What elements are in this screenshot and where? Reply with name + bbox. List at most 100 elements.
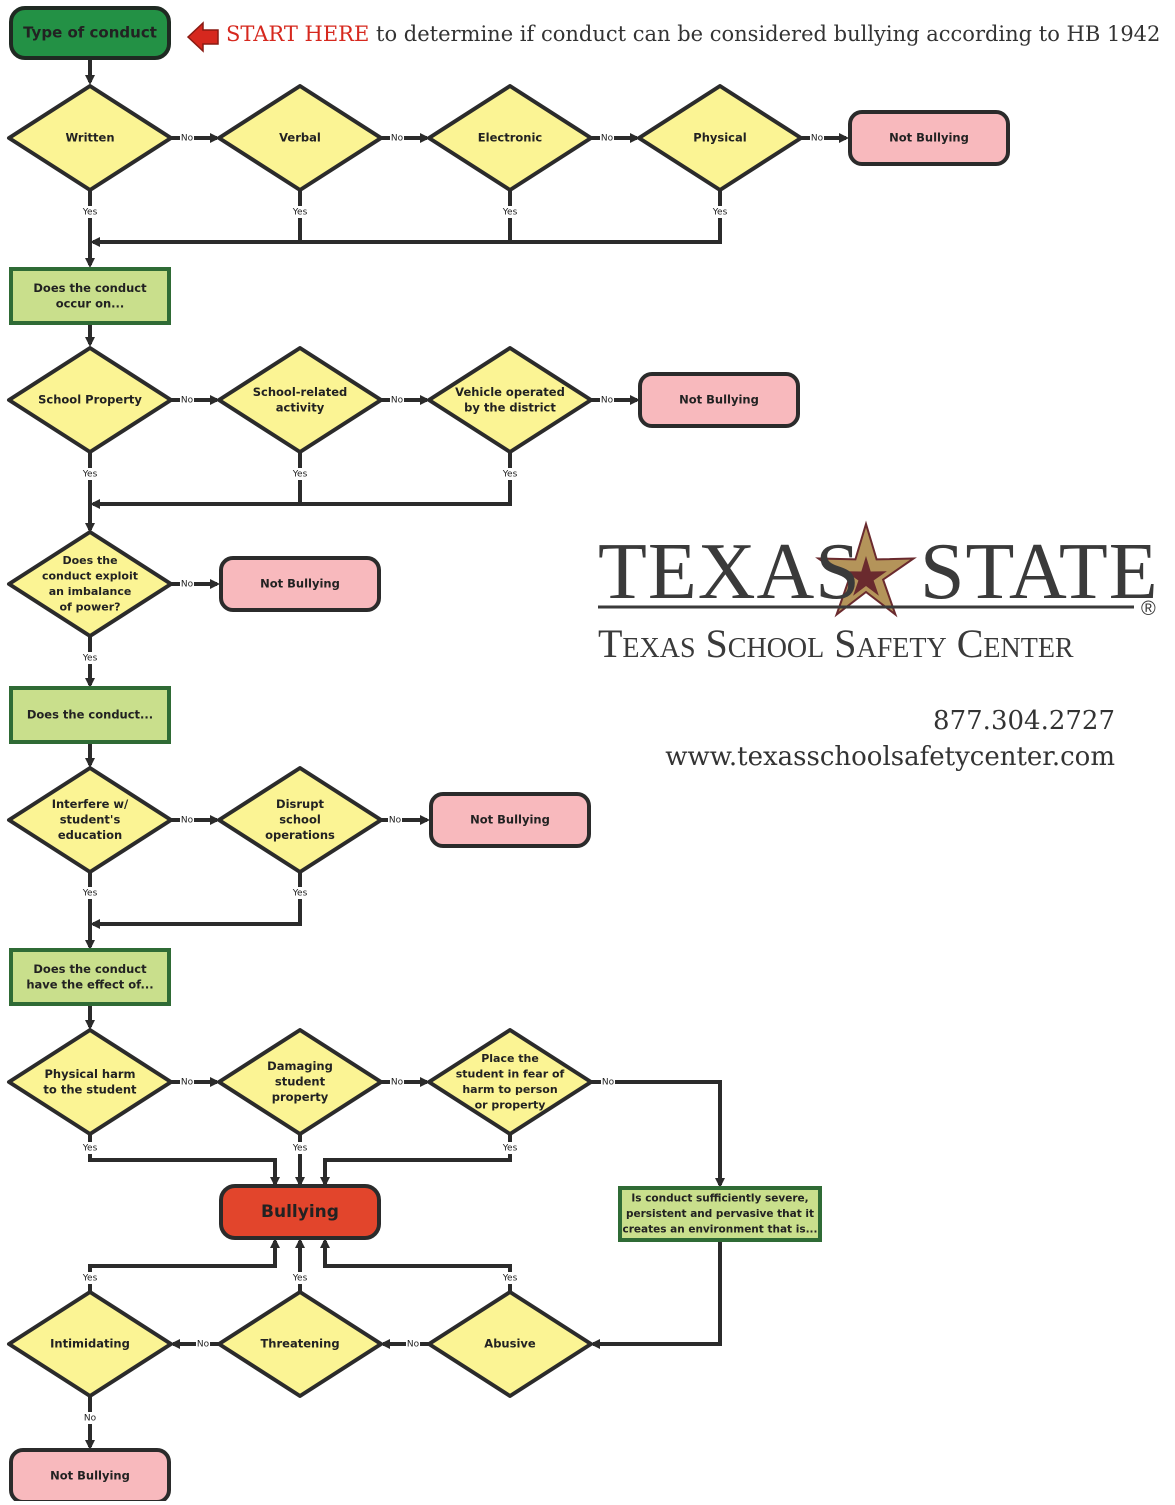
connector-label: Yes — [502, 1144, 518, 1154]
node-label: Threatening — [260, 1337, 339, 1351]
node-intimidating: Intimidating — [7, 1290, 173, 1398]
contact-website[interactable]: www.texasschoolsafetycenter.com — [665, 742, 1115, 772]
node-nb4: Not Bullying — [429, 792, 591, 848]
connector-label: No — [391, 1078, 404, 1088]
connector-label-bg — [180, 132, 194, 144]
node-label: Not Bullying — [470, 813, 550, 827]
node-label: Electronic — [478, 131, 543, 145]
node-threatening: Threatening — [217, 1290, 383, 1398]
node-label: student's — [60, 813, 121, 827]
connector-label-bg — [81, 1142, 99, 1154]
connector-label-bg — [81, 468, 99, 480]
start-here-instruction: START HERE to determine if conduct can b… — [226, 22, 1171, 46]
connector-label: Yes — [502, 1274, 518, 1284]
decision-diamond — [7, 1028, 173, 1136]
connector-label: No — [181, 816, 194, 826]
decision-diamond — [217, 1028, 383, 1136]
connector-label: Yes — [712, 208, 728, 218]
decision-diamond — [7, 346, 173, 454]
connector-label: No — [84, 1414, 97, 1424]
not-bullying-box — [429, 792, 591, 848]
question-box — [618, 1186, 822, 1242]
connector-label: No — [602, 1078, 615, 1088]
node-label: Does the — [62, 554, 117, 567]
connector — [90, 190, 722, 247]
not-bullying-box — [219, 556, 381, 612]
decision-diamond — [217, 346, 383, 454]
node-label: Disrupt — [276, 797, 324, 811]
connector-label-bg — [601, 1076, 615, 1088]
node-label: student in fear of — [456, 1067, 565, 1080]
logo-subtitle: Texas School Safety Center — [598, 621, 1074, 666]
connector-label-bg — [180, 814, 194, 826]
node-label: of power? — [59, 600, 120, 613]
node-nb3: Not Bullying — [219, 556, 381, 612]
node-abusive: Abusive — [427, 1290, 593, 1398]
connector-label-bg — [600, 132, 614, 144]
decision-diamond — [217, 84, 383, 192]
question-box — [9, 267, 171, 325]
connector-label: No — [181, 1078, 194, 1088]
node-label: Not Bullying — [889, 131, 969, 145]
node-label: School Property — [38, 393, 142, 407]
node-label: Interfere w/ — [52, 797, 129, 811]
connector-label-bg — [388, 814, 402, 826]
decision-diamond — [7, 766, 173, 874]
connector — [88, 1134, 280, 1187]
decision-diamond — [7, 530, 173, 638]
node-written: Written — [7, 84, 173, 192]
connector — [320, 1238, 512, 1292]
connector-label: Yes — [292, 470, 308, 480]
logo-word-state: STATE — [920, 528, 1159, 616]
node-label: Does the conduct — [33, 281, 147, 295]
connector-label: Yes — [502, 208, 518, 218]
node-label: Intimidating — [50, 1337, 130, 1351]
node-label: creates an environment that is... — [622, 1224, 817, 1236]
registered-mark: ® — [1141, 598, 1156, 620]
connector-label: Yes — [82, 889, 98, 899]
connector-label-bg — [501, 1142, 519, 1154]
not-bullying-box — [638, 372, 800, 428]
node-label: School-related — [253, 385, 348, 399]
connector-label-bg — [390, 394, 404, 406]
not-bullying-box — [848, 110, 1010, 166]
connector-label: No — [601, 396, 614, 406]
connector-label-bg — [600, 394, 614, 406]
connector-label-bg — [291, 887, 309, 899]
node-q2: Does the conduct... — [9, 686, 171, 744]
node-label: Damaging — [267, 1059, 333, 1073]
node-label: property — [272, 1090, 329, 1104]
connector-label: No — [197, 1340, 210, 1350]
connector-label: No — [181, 580, 194, 590]
bullying-box — [219, 1184, 381, 1240]
decision-diamond — [427, 1290, 593, 1398]
decision-diamond — [217, 766, 383, 874]
texas-state-star-icon — [815, 520, 917, 618]
node-bullying: Bullying — [219, 1184, 381, 1240]
node-label: school — [279, 813, 321, 827]
connector-label: Yes — [292, 208, 308, 218]
connector-label-bg — [180, 1076, 194, 1088]
connector-label-bg — [81, 652, 99, 664]
connector — [90, 872, 302, 929]
decision-diamond — [427, 84, 593, 192]
node-label: by the district — [464, 400, 556, 414]
connector-label-bg — [711, 206, 729, 218]
node-nb5: Not Bullying — [9, 1448, 171, 1504]
node-label: Physical harm — [44, 1067, 135, 1081]
node-label: Vehicle operated — [455, 385, 565, 399]
decision-diamond — [217, 1290, 383, 1398]
node-label: Physical — [693, 131, 746, 145]
